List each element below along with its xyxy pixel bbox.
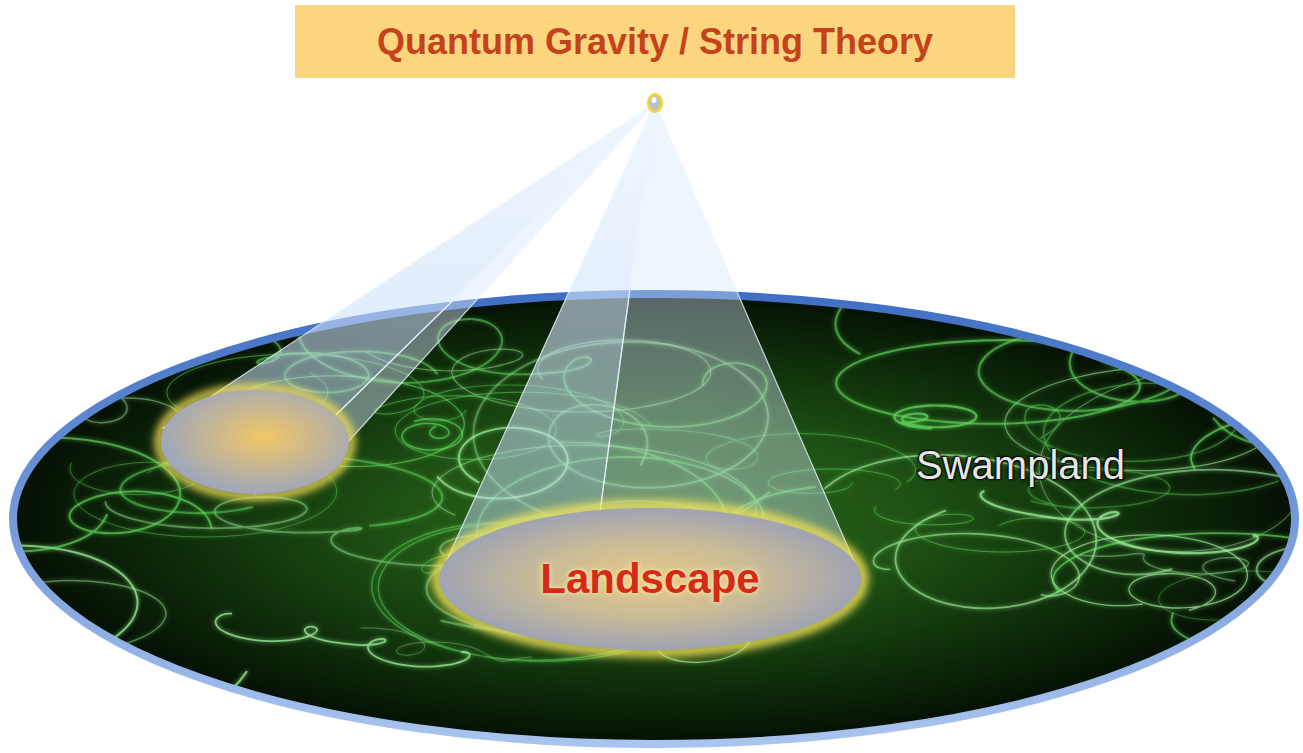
banner-title: Quantum Gravity / String Theory	[377, 21, 933, 63]
theory-banner: Quantum Gravity / String Theory	[295, 5, 1015, 78]
swampland-ellipse: Landscape Swampland	[8, 289, 1300, 749]
small-landscape-ellipse	[159, 388, 351, 496]
region-label: Landscape	[540, 555, 759, 603]
region-label: Swampland	[916, 443, 1125, 488]
swirl-lines	[0, 259, 1303, 753]
landscape-ellipse: Landscape	[435, 504, 865, 654]
source-dot	[647, 93, 663, 113]
